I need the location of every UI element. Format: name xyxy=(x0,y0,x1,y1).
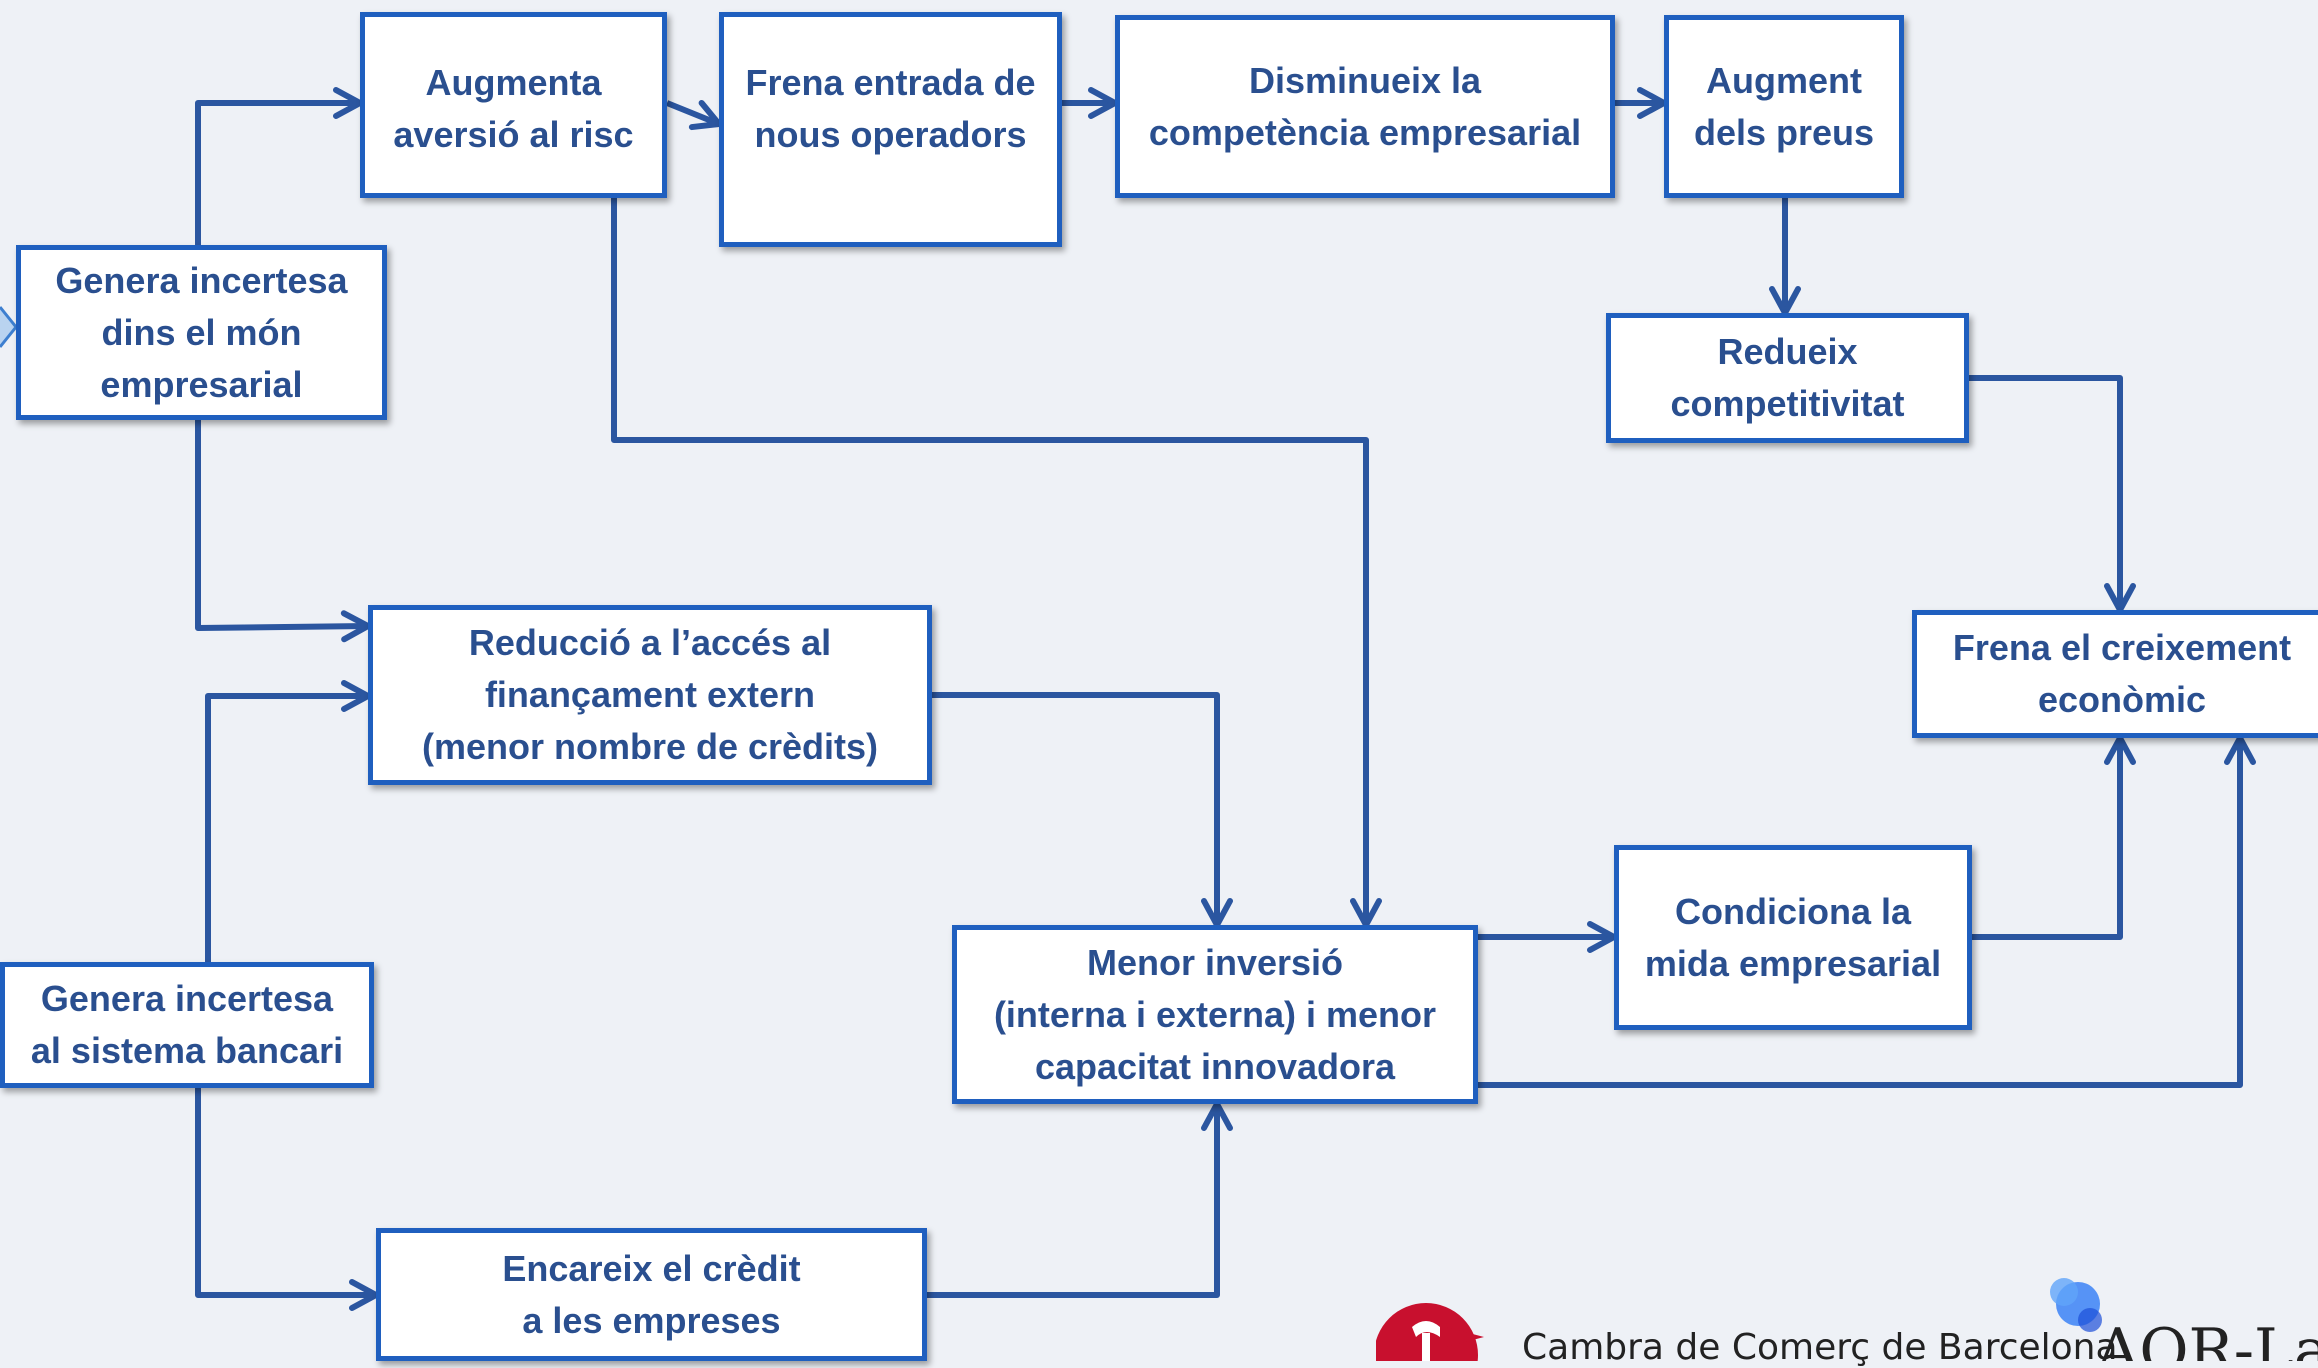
box-label: Redueix competitivitat xyxy=(1670,331,1905,424)
arrow-incertesa-to-aversio xyxy=(195,87,363,245)
arrow-bancari-to-reduccio xyxy=(205,680,371,962)
box-encareix-credit: Encareix el crèdit a les empreses xyxy=(376,1228,927,1361)
arrow-aversio-to-frena-entrada xyxy=(665,99,722,131)
arrow-incertesa-to-reduccio xyxy=(195,420,371,643)
box-genera-incertesa-empresarial: Genera incertesa dins el món empresarial xyxy=(16,245,387,420)
aqr-logo: AQR-Lab xyxy=(2040,1270,2318,1361)
box-label: Reducció a l’accés al finançament extern… xyxy=(421,622,879,767)
box-label: Frena entrada de nous operadors xyxy=(745,62,1036,155)
box-menor-inversio: Menor inversió (interna i externa) i men… xyxy=(952,925,1478,1104)
arrow-redueix-to-frena-creixement xyxy=(1969,375,2136,613)
box-frena-creixement: Frena el creixement econòmic xyxy=(1912,610,2318,738)
arrow-bancari-to-encareix xyxy=(195,1088,379,1311)
box-genera-incertesa-bancari: Genera incertesa al sistema bancari xyxy=(0,962,374,1088)
box-condiciona-mida: Condiciona la mida empresarial xyxy=(1614,845,1972,1030)
arrow-aversio-to-menor-inversio xyxy=(611,198,1382,928)
box-label: Encareix el crèdit a les empreses xyxy=(502,1247,801,1341)
box-label: Disminueix la competència empresarial xyxy=(1148,59,1582,153)
box-augmenta-aversio: Augmenta aversió al risc xyxy=(360,12,667,198)
box-label: Condiciona la mida empresarial xyxy=(1644,890,1942,984)
box-label: Genera incertesa al sistema bancari xyxy=(30,978,344,1071)
box-reduccio-acces: Reducció a l’accés al finançament extern… xyxy=(368,605,932,785)
aqr-logo-icon xyxy=(2050,1278,2102,1332)
box-label: Frena el creixement econòmic xyxy=(1952,627,2292,720)
aqr-logo-text: AQR-Lab xyxy=(2096,1316,2318,1361)
cambra-logo-icon xyxy=(1376,1303,1484,1361)
arrow-menor-inversio-to-frena-creixement xyxy=(1478,735,2256,1088)
box-label: Augment dels preus xyxy=(1693,59,1875,153)
box-label: Augmenta aversió al risc xyxy=(393,62,634,155)
cambra-logo: Cambra de Comerç de Barcelona xyxy=(1376,1297,2118,1368)
box-label: Menor inversió (interna i externa) i men… xyxy=(993,941,1437,1087)
cambra-logo-text: Cambra de Comerç de Barcelona xyxy=(1522,1327,2118,1368)
arrow-condiciona-to-frena-creixement xyxy=(1972,735,2136,940)
box-augment-preus: Augment dels preus xyxy=(1664,15,1904,198)
box-redueix-competitivitat: Redueix competitivitat xyxy=(1606,313,1969,443)
box-frena-entrada: Frena entrada de nous operadors xyxy=(719,12,1062,247)
arrow-reduccio-to-menor-inversio xyxy=(932,692,1233,928)
box-label: Genera incertesa dins el món empresarial xyxy=(55,259,348,405)
arrow-encareix-to-menor-inversio xyxy=(927,1101,1233,1298)
box-disminueix-competencia: Disminueix la competència empresarial xyxy=(1115,15,1615,198)
